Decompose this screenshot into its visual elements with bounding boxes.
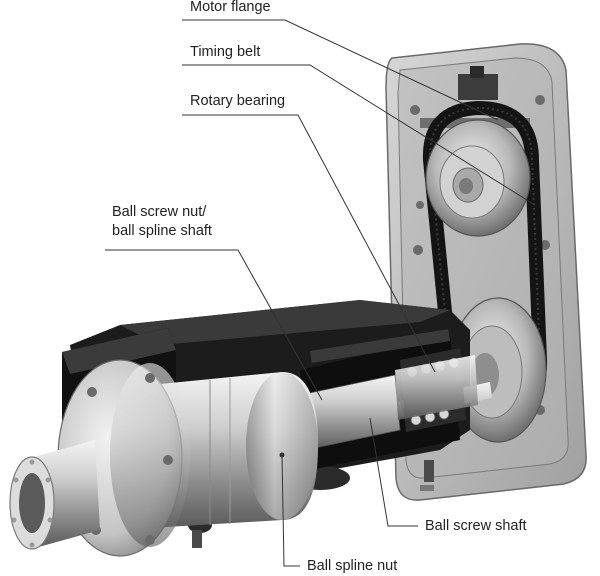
label-rotary-bearing: Rotary bearing: [190, 93, 286, 109]
grease-fittings: [192, 460, 434, 548]
leader-ball-screw-nut: [105, 249, 323, 401]
motor-pulley: [425, 119, 531, 237]
spline-shaft-end: [9, 440, 100, 550]
leader-rotary-bearing: [182, 114, 436, 373]
label-ball-screw-nut: Ball screw nut/ ball spline shaft: [112, 203, 212, 241]
label-timing-belt: Timing belt: [190, 44, 261, 60]
leader-timing-belt: [182, 64, 536, 206]
label-motor-flange: Motor flange: [190, 0, 271, 15]
ball-spline-nut: [150, 372, 318, 528]
label-ball-screw-shaft: Ball screw shaft: [425, 518, 527, 534]
leader-ball-spline-nut: [281, 454, 300, 567]
label-ball-screw-nut-line2: ball spline shaft: [112, 223, 212, 239]
leader-motor-flange: [182, 19, 499, 121]
label-ball-screw-nut-line1: Ball screw nut/: [112, 204, 207, 220]
leader-ball-screw-shaft: [369, 417, 418, 527]
rotary-bearing: [395, 348, 478, 432]
label-ball-spline-nut: Ball spline nut: [307, 558, 398, 574]
leader-lines: [105, 19, 536, 567]
